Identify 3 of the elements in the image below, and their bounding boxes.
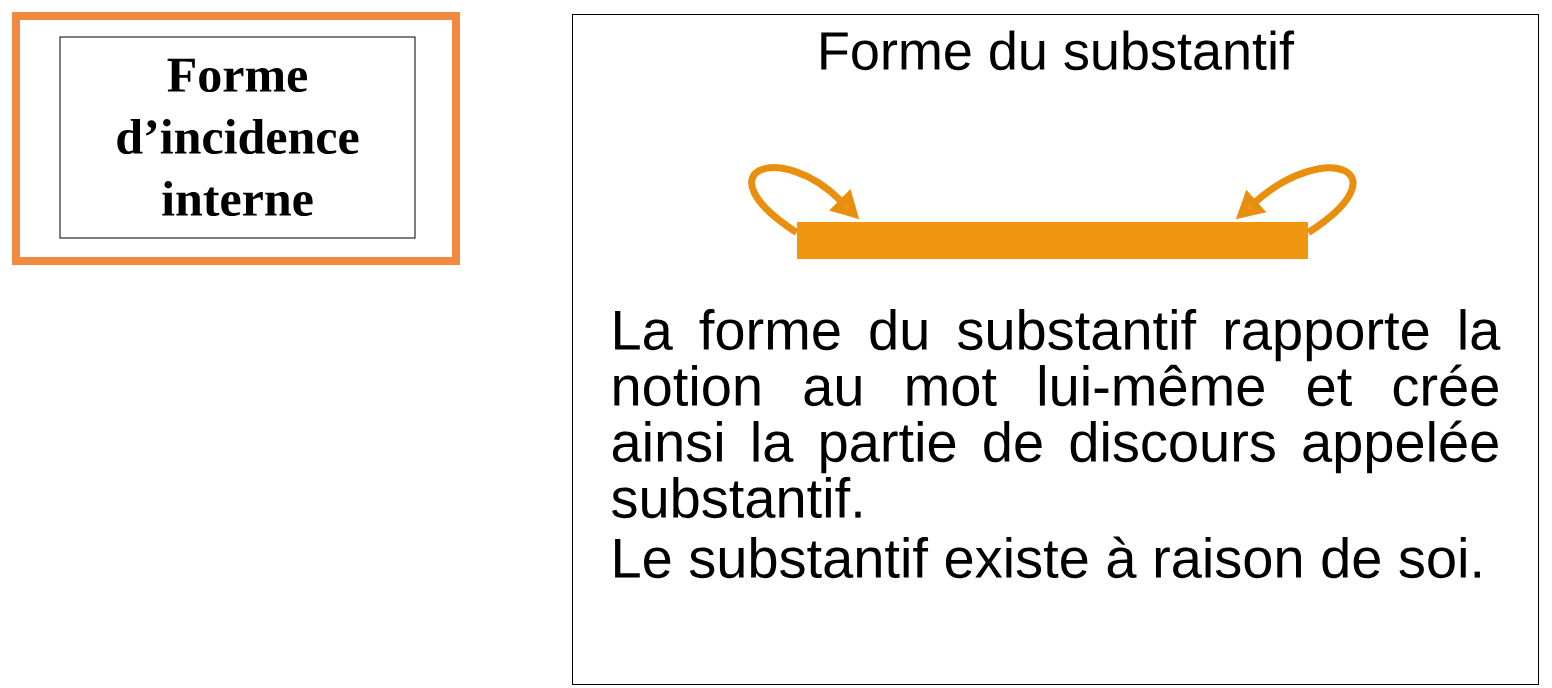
text-panel: Forme du substantif La forme du substantif rapporte la notion au mot lui-même et crée ainsi la partie de discours appelée substantif. Le substantif existe à raison de soi. [572,14,1539,685]
title-box: Forme d’incidence interne [59,36,416,239]
bar [797,222,1308,259]
